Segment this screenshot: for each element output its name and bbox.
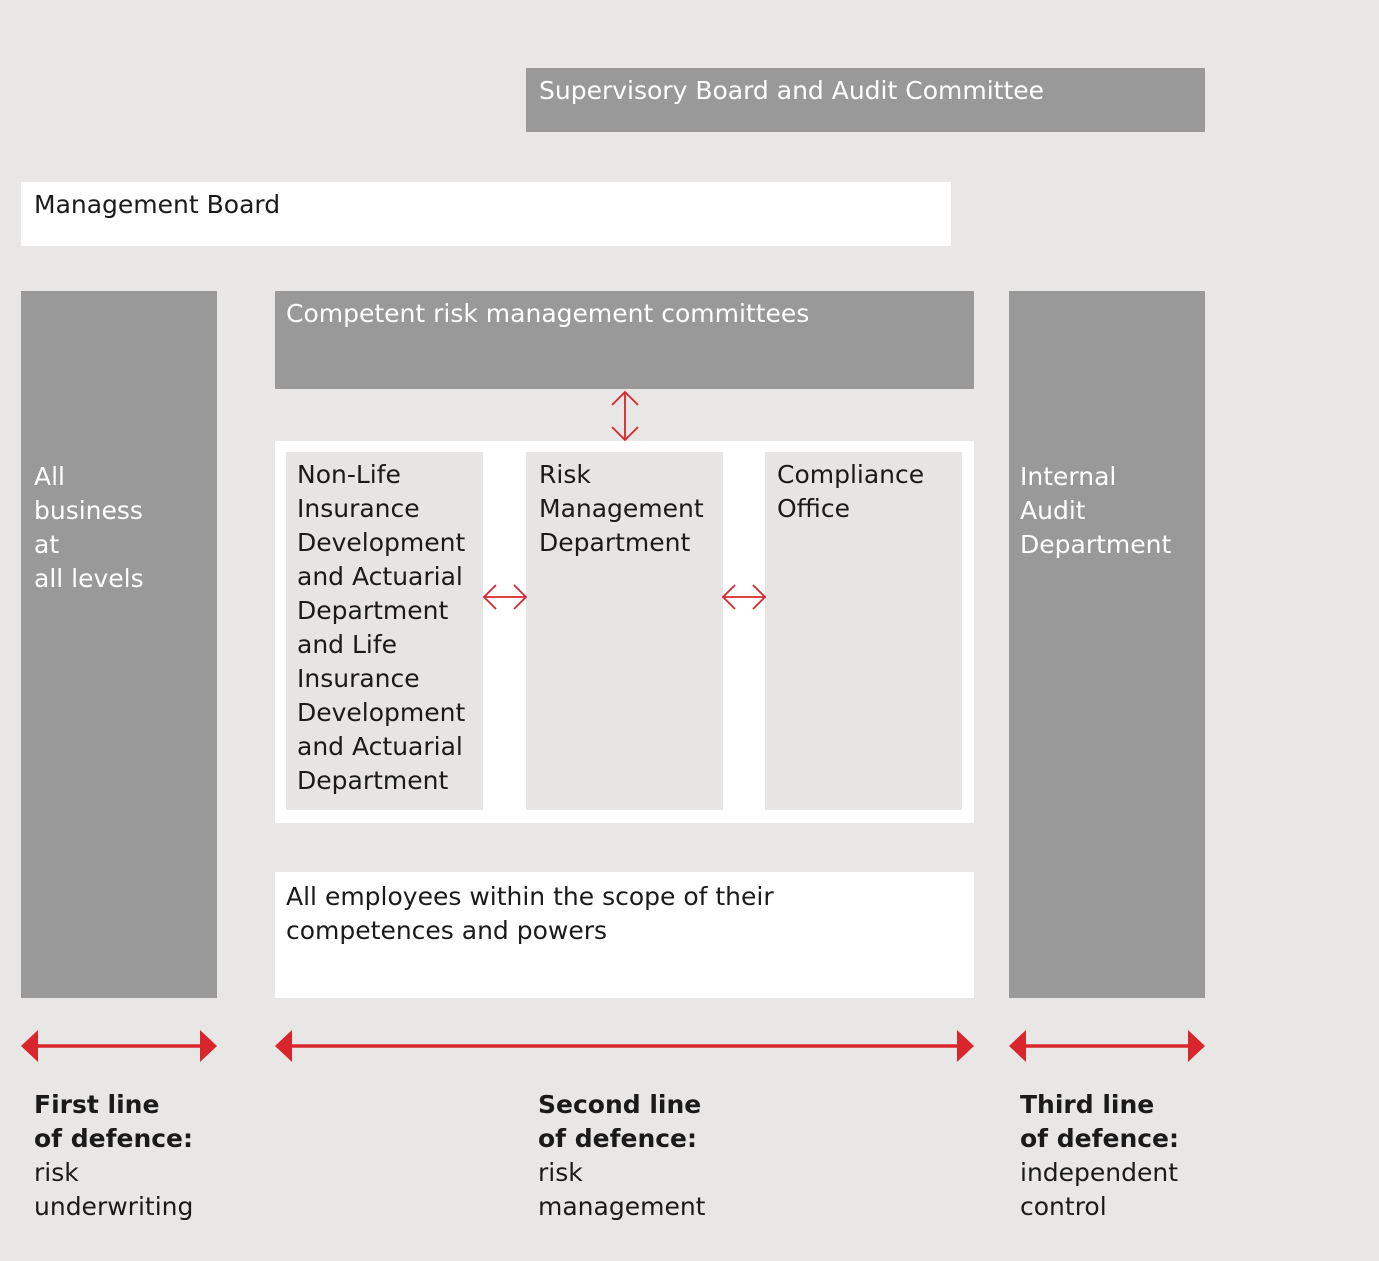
department-link-arrow-right xyxy=(721,584,767,610)
first-line-column: All business at all levels xyxy=(21,291,217,998)
second-line-subtitle: risk management xyxy=(538,1158,706,1221)
compliance-office-box: Compliance Office xyxy=(765,452,962,810)
third-line-column-label: Internal Audit Department xyxy=(1020,462,1172,559)
employees-label: All employees within the scope of their … xyxy=(286,882,774,945)
third-line-caption: Third line of defence: independent contr… xyxy=(1020,1088,1179,1224)
first-line-caption: First line of defence: risk underwriting xyxy=(34,1088,193,1224)
second-line-span-arrow xyxy=(275,1030,974,1062)
risk-committees-box: Competent risk management committees xyxy=(275,291,974,389)
supervisory-board-box: Supervisory Board and Audit Committee xyxy=(526,68,1205,132)
department-link-arrow-left xyxy=(482,584,528,610)
first-line-heading: First line of defence: xyxy=(34,1090,194,1153)
third-line-span-arrow xyxy=(1009,1030,1205,1062)
compliance-office-label: Compliance Office xyxy=(777,460,925,523)
first-line-column-label: All business at all levels xyxy=(34,462,144,593)
management-board-label: Management Board xyxy=(34,190,281,219)
actuarial-department-label: Non-Life Insurance Development and Actua… xyxy=(297,460,466,795)
first-line-span-arrow xyxy=(21,1030,217,1062)
third-line-heading: Third line of defence: xyxy=(1020,1090,1180,1153)
management-board-box: Management Board xyxy=(21,182,951,246)
departments-container: Non-Life Insurance Development and Actua… xyxy=(275,441,974,823)
committee-link-arrow xyxy=(611,390,639,442)
risk-committees-label: Competent risk management committees xyxy=(286,299,810,328)
third-line-subtitle: independent control xyxy=(1020,1158,1179,1221)
supervisory-board-label: Supervisory Board and Audit Committee xyxy=(539,76,1045,105)
risk-management-department-label: Risk Management Department xyxy=(539,460,704,557)
second-line-caption: Second line of defence: risk management xyxy=(538,1088,705,1224)
first-line-subtitle: risk underwriting xyxy=(34,1158,194,1221)
actuarial-department-box: Non-Life Insurance Development and Actua… xyxy=(286,452,483,810)
employees-box: All employees within the scope of their … xyxy=(275,872,974,998)
second-line-heading: Second line of defence: xyxy=(538,1090,702,1153)
risk-management-department-box: Risk Management Department xyxy=(526,452,723,810)
third-line-column: Internal Audit Department xyxy=(1009,291,1205,998)
